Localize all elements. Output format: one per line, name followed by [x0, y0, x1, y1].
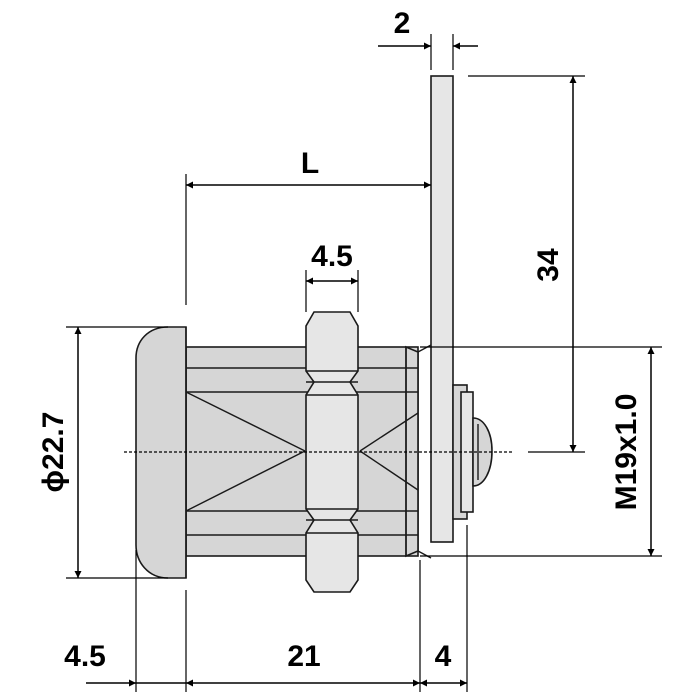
- dim-head-diameter: ɸ22.7: [37, 326, 168, 579]
- dim-tab-height: 34: [468, 75, 585, 453]
- dim-cylinder-protrusion-label: 4: [435, 640, 452, 673]
- dim-length-label: L: [301, 147, 319, 180]
- dim-length: L: [185, 147, 431, 305]
- dim-body-length-label: 21: [287, 640, 320, 673]
- dim-bottom-chain: 4.5 21 4: [64, 525, 468, 692]
- dim-tab-thickness-label: 2: [394, 7, 411, 40]
- dim-thread: M19x1.0: [420, 346, 662, 557]
- dim-head-diameter-label: ɸ22.7: [37, 412, 70, 493]
- cam-tab: [430, 75, 454, 543]
- dim-thread-label: M19x1.0: [610, 394, 643, 511]
- dim-nut-width: 4.5: [305, 240, 359, 312]
- dim-tab-thickness: 2: [378, 7, 478, 70]
- dim-nut-width-label: 4.5: [311, 240, 353, 273]
- dim-tab-height-label: 34: [532, 248, 565, 282]
- cam-lock: [135, 75, 493, 593]
- dim-head-depth-label: 4.5: [64, 640, 106, 673]
